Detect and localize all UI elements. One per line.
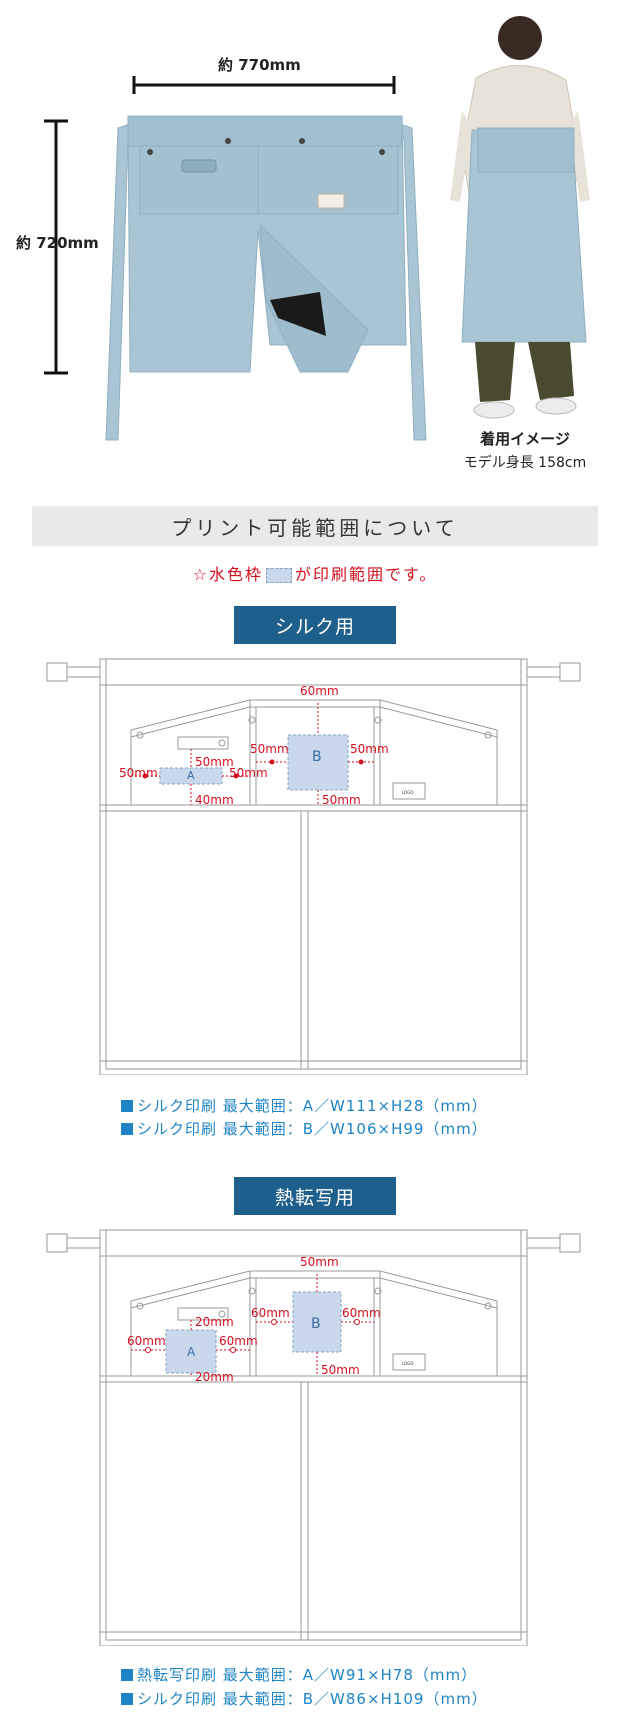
bullet-square-icon [121,1123,133,1135]
silk-dim-top-b: 60mm [300,684,339,698]
silk-dim-a-right: 50mm [229,766,268,780]
silk-tag: シルク用 [234,606,396,644]
svg-text:LOGO: LOGO [402,1361,413,1366]
silk-label-b: B [312,749,322,765]
silk-dim-a-top: 50mm [195,755,234,769]
silk-label-a: A [187,769,195,782]
heat-dim-a-left: 60mm [127,1334,166,1348]
heat-dim-top-b: 50mm [300,1255,339,1269]
heat-diagram: LOGO [46,1229,581,1646]
heat-spec-1-text: 熱転写印刷 最大範囲：A／W91×H78（mm） [137,1666,478,1684]
heat-label-b: B [311,1316,321,1332]
heat-dim-b-right: 60mm [342,1306,381,1320]
silk-dim-b-left: 50mm [250,742,289,756]
svg-text:LOGO: LOGO [402,790,413,795]
bullet-square-icon [121,1100,133,1112]
width-label: 約 770mm [218,56,301,74]
silk-spec-1-text: シルク印刷 最大範囲：A／W111×H28（mm） [137,1097,488,1115]
silk-dim-a-left: 50mm [119,766,158,780]
bullet-square-icon [121,1693,133,1705]
note-text-before: ☆水色枠 [192,565,263,584]
heat-spec-1: 熱転写印刷 最大範囲：A／W91×H78（mm） [121,1664,477,1685]
model-caption-2: モデル身長 158cm [463,455,587,471]
height-label: 約 720mm [16,234,99,252]
print-area-note: ☆水色枠 が印刷範囲です。 [0,561,630,585]
bullet-square-icon [121,1669,133,1681]
heat-dim-a-right: 60mm [219,1334,258,1348]
heat-label-a: A [187,1345,196,1359]
print-area-swatch [265,568,292,583]
apron-photo [44,16,590,441]
heat-dim-b-left: 60mm [251,1306,290,1320]
silk-diagram: LOGO [46,658,581,1075]
heat-tag: 熱転写用 [234,1177,396,1215]
heat-spec-2-text: シルク印刷 最大範囲：B／W86×H109（mm） [137,1690,488,1708]
silk-spec-2: シルク印刷 最大範囲：B／W106×H99（mm） [121,1118,488,1139]
model-caption-1: 着用イメージ [480,430,570,448]
silk-spec-1: シルク印刷 最大範囲：A／W111×H28（mm） [121,1095,488,1116]
heat-dim-a-top: 20mm [195,1315,234,1329]
heat-dim-a-bottom: 20mm [195,1370,234,1384]
heat-spec-2: シルク印刷 最大範囲：B／W86×H109（mm） [121,1688,488,1709]
silk-dim-b-bottom: 50mm [322,793,361,807]
heat-dim-b-bottom: 50mm [321,1363,360,1377]
silk-dim-b-right: 50mm [350,742,389,756]
silk-dim-a-bottom: 40mm [195,793,234,807]
silk-spec-2-text: シルク印刷 最大範囲：B／W106×H99（mm） [137,1120,488,1138]
note-text-after: が印刷範囲です。 [294,565,438,584]
print-area-heading: プリント可能範囲について [32,506,598,546]
